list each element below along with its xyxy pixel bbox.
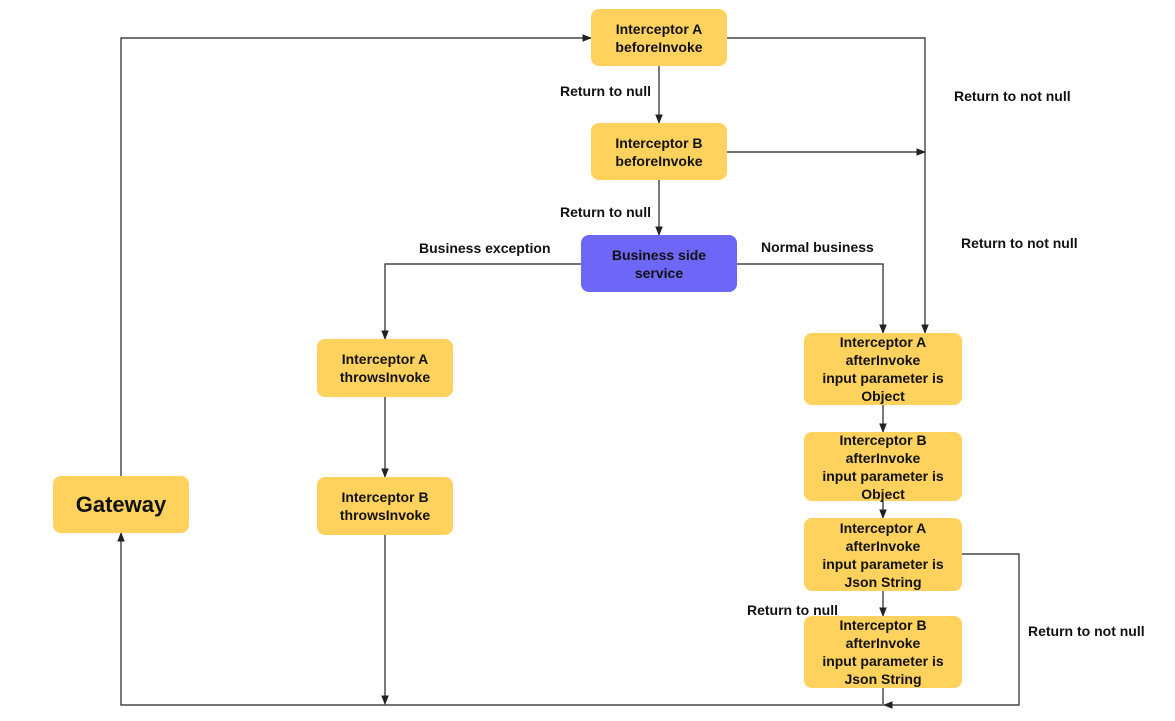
business-service-label: Business side service [611, 246, 707, 281]
interceptor-b-after-object-label: Interceptor B afterInvoke input paramete… [822, 431, 944, 502]
interceptor-b-before-label: Interceptor B beforeInvoke [615, 134, 703, 169]
label-b-return-not-null: Return to not null [961, 235, 1078, 251]
edge-business-exception [381, 263, 581, 340]
interceptor-b-after-object-node: Interceptor B afterInvoke input paramete… [804, 431, 962, 502]
edge-json-not-null [883, 553, 1020, 709]
interceptor-b-before-node: Interceptor B beforeInvoke [591, 123, 727, 180]
interceptor-a-after-json-node: Interceptor A afterInvoke input paramete… [804, 518, 962, 591]
label-b-return-null: Return to null [560, 204, 651, 220]
interceptor-a-after-object-node: Interceptor A afterInvoke input paramete… [804, 333, 962, 405]
gateway-label: Gateway [75, 491, 167, 517]
interceptor-a-after-json-label: Interceptor A afterInvoke input paramete… [822, 519, 944, 590]
interceptor-b-after-json-label: Interceptor B afterInvoke input paramete… [822, 617, 944, 687]
interceptor-b-throws-node: Interceptor B throwsInvoke [317, 477, 453, 535]
label-json-return-null: Return to null [747, 602, 838, 618]
interceptor-b-after-json-node: Interceptor B afterInvoke input paramete… [804, 616, 962, 688]
gateway-node: Gateway [53, 476, 189, 533]
label-normal-business: Normal business [761, 239, 874, 255]
label-json-return-not-null: Return to not null [1028, 623, 1145, 639]
edge-return-to-gateway [117, 532, 884, 706]
interceptor-a-before-label: Interceptor A beforeInvoke [615, 20, 703, 55]
label-a-return-null: Return to null [560, 83, 651, 99]
label-a-return-not-null: Return to not null [954, 88, 1071, 104]
edge-gateway-to-a-before [120, 34, 592, 476]
business-service-node: Business side service [581, 235, 737, 292]
edge-normal-business [737, 263, 887, 334]
interceptor-a-throws-node: Interceptor A throwsInvoke [317, 339, 453, 397]
interceptor-a-before-node: Interceptor A beforeInvoke [591, 9, 727, 66]
interceptor-a-after-object-label: Interceptor A afterInvoke input paramete… [822, 334, 944, 404]
label-business-exception: Business exception [419, 240, 551, 256]
interceptor-a-throws-label: Interceptor A throwsInvoke [339, 351, 431, 385]
edge-a-before-not-null [727, 37, 929, 334]
interceptor-b-throws-label: Interceptor B throwsInvoke [339, 489, 431, 523]
